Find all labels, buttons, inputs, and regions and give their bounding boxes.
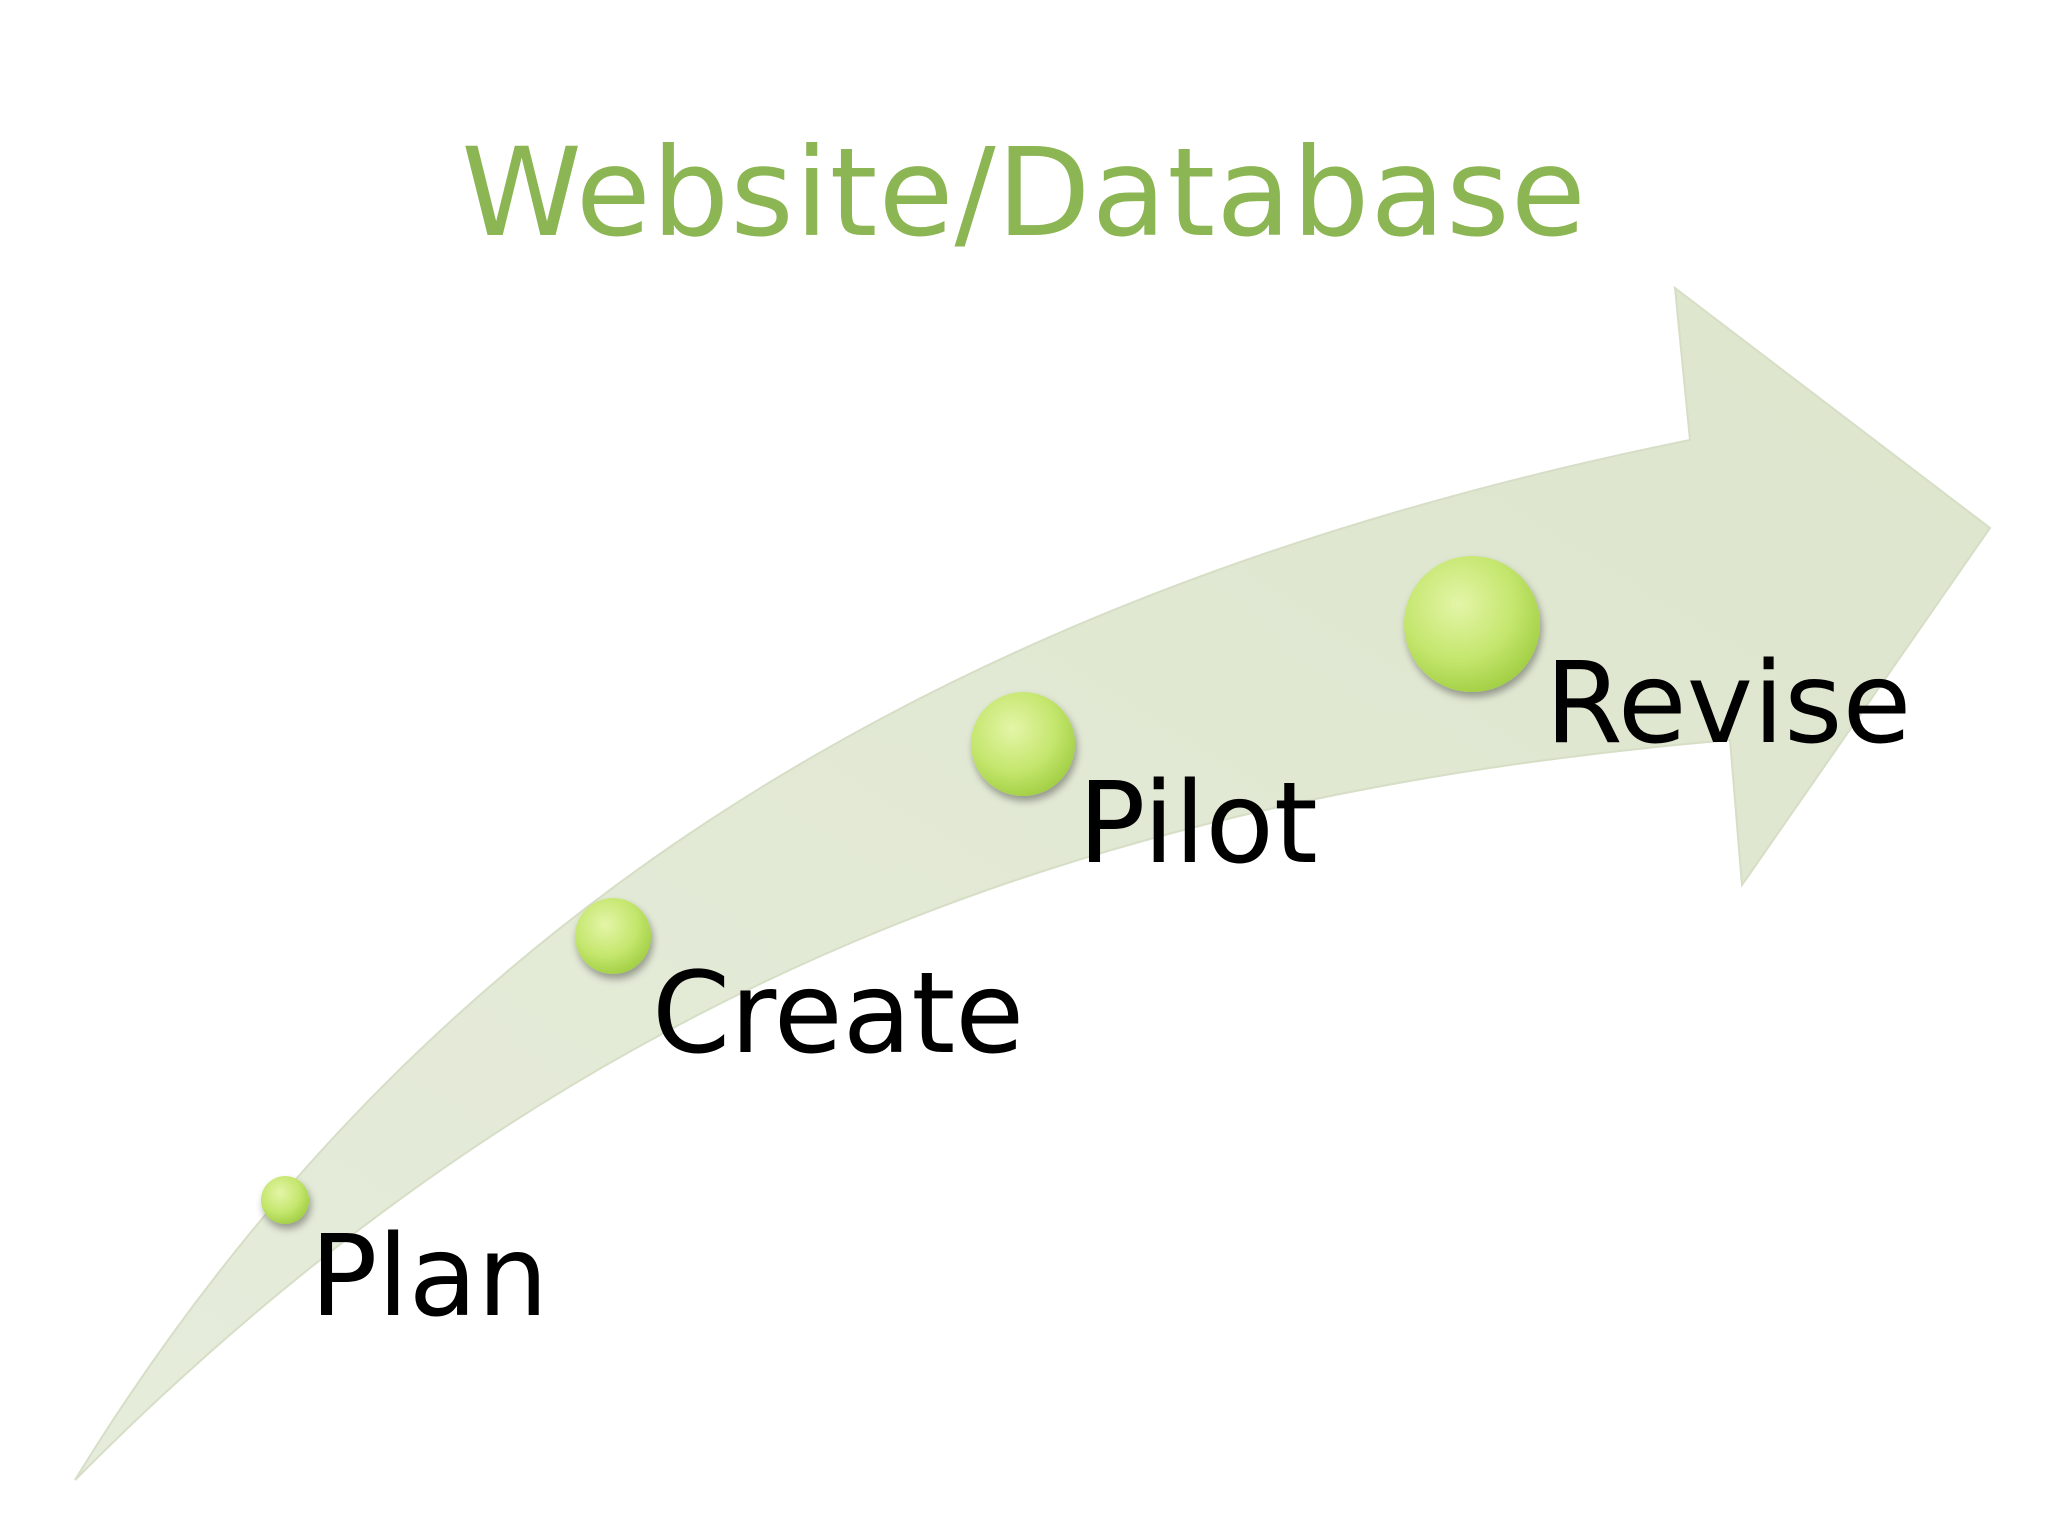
step-label-plan: Plan (310, 1212, 548, 1342)
bullet-create (575, 898, 651, 974)
step-label-revise: Revise (1545, 639, 1911, 769)
slide-title: Website/Database (461, 122, 1587, 264)
bullet-pilot (971, 692, 1075, 796)
step-label-pilot: Pilot (1078, 759, 1318, 889)
bullet-plan (261, 1176, 309, 1224)
step-label-create: Create (652, 949, 1024, 1079)
bullet-revise (1404, 556, 1540, 692)
